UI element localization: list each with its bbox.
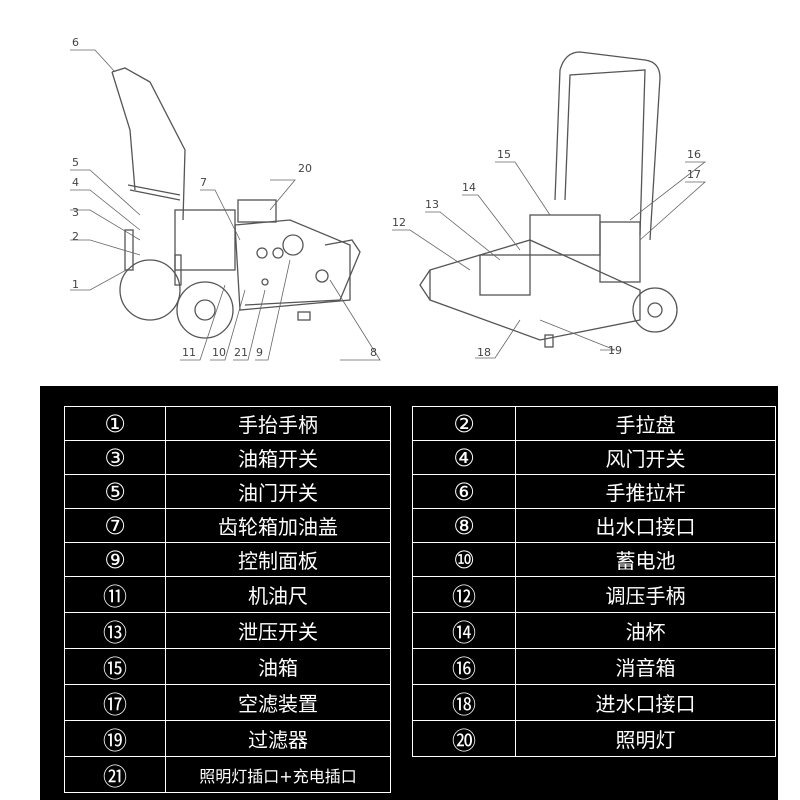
part-number: ②	[412, 406, 516, 441]
part-number: ⑨	[64, 542, 166, 577]
part-number: ①	[64, 406, 166, 441]
part-number: ⑬	[64, 612, 166, 649]
callout-5: 5	[72, 156, 79, 169]
part-number: ⑰	[64, 684, 166, 721]
callout-18: 18	[477, 346, 491, 359]
callout-7: 7	[200, 176, 207, 189]
callout-1: 1	[72, 278, 79, 291]
callout-17: 17	[687, 168, 701, 181]
callout-3: 3	[72, 206, 79, 219]
rear-callout-labels: 12 13 14 15 16 17 18 19	[392, 148, 701, 359]
pressure-washer-exploded-diagram: 6 5 4 3 2 1 7 20 8 11 10 21 9 12 13 14 1…	[70, 36, 707, 361]
front-leader-lines	[70, 49, 381, 361]
callout-10: 10	[212, 346, 226, 359]
part-number: ⑭	[412, 612, 516, 649]
part-number: ③	[64, 440, 166, 475]
part-name: 进水口接口	[515, 684, 776, 721]
part-name: 照明灯	[515, 720, 776, 757]
part-name: 出水口接口	[515, 508, 776, 543]
part-name: 油杯	[515, 612, 776, 649]
part-number: ⑳	[412, 720, 516, 757]
part-number: ⑫	[412, 576, 516, 613]
part-name: 消音箱	[515, 648, 776, 685]
part-number: ⑯	[412, 648, 516, 685]
part-number: ⑦	[64, 508, 166, 543]
part-name: 油箱开关	[165, 440, 391, 475]
front-view-machine	[111, 67, 361, 339]
part-name: 空滤装置	[165, 684, 391, 721]
callout-13: 13	[425, 198, 439, 211]
part-name: 调压手柄	[515, 576, 776, 613]
callout-12: 12	[392, 216, 406, 229]
callout-20: 20	[298, 162, 312, 175]
part-name: 蓄电池	[515, 542, 776, 577]
part-number: ⑲	[64, 720, 166, 757]
callout-19: 19	[608, 344, 622, 357]
part-number: ⑥	[412, 474, 516, 509]
front-callout-labels: 6 5 4 3 2 1 7 20 8 11 10 21 9	[72, 36, 377, 359]
part-name: 手拉盘	[515, 406, 776, 441]
callout-14: 14	[462, 181, 476, 194]
part-name: 油门开关	[165, 474, 391, 509]
part-number: ⑧	[412, 508, 516, 543]
part-number: ⑪	[64, 576, 166, 613]
part-name: 齿轮箱加油盖	[165, 508, 391, 543]
part-number: ④	[412, 440, 516, 475]
part-number: ⑮	[64, 648, 166, 685]
callout-6: 6	[72, 36, 79, 49]
part-name: 油箱	[165, 648, 391, 685]
part-name: 风门开关	[515, 440, 776, 475]
callout-9: 9	[256, 346, 263, 359]
part-name: 泄压开关	[165, 612, 391, 649]
part-number: ⑱	[412, 684, 516, 721]
part-number: ㉑	[64, 756, 166, 793]
part-name: 手推拉杆	[515, 474, 776, 509]
callout-16: 16	[687, 148, 701, 161]
callout-21: 21	[234, 346, 248, 359]
callout-4: 4	[72, 176, 79, 189]
part-number: ⑩	[412, 542, 516, 577]
part-number: ⑤	[64, 474, 166, 509]
callout-11: 11	[182, 346, 196, 359]
part-name: 手抬手柄	[165, 406, 391, 441]
callout-15: 15	[497, 148, 511, 161]
part-name: 机油尺	[165, 576, 391, 613]
part-name: 过滤器	[165, 720, 391, 757]
callout-2: 2	[72, 230, 79, 243]
callout-8: 8	[370, 346, 377, 359]
rear-view-machine	[419, 51, 678, 348]
rear-leader-lines	[392, 161, 707, 359]
part-name: 控制面板	[165, 542, 391, 577]
part-name: 照明灯插口+充电插口	[165, 756, 391, 793]
